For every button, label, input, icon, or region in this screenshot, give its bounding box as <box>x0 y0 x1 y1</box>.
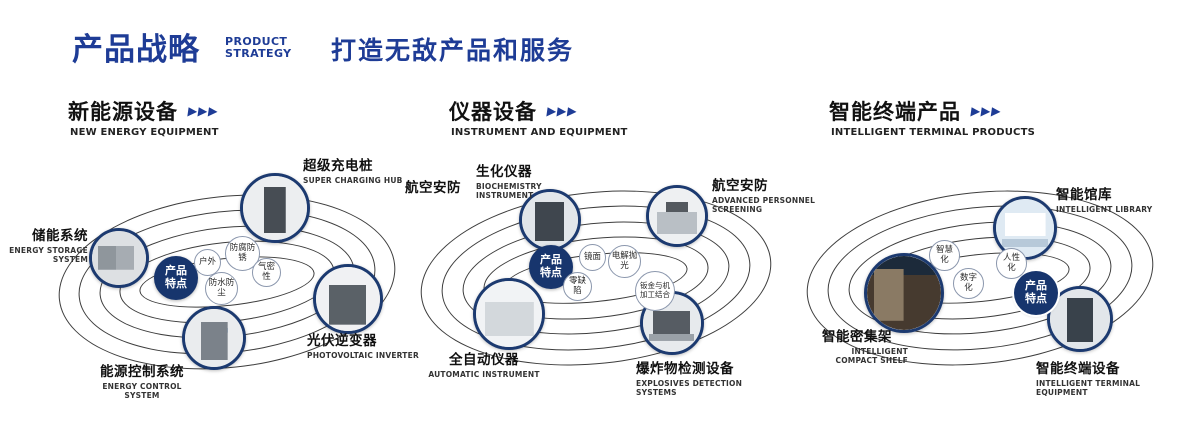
product-subtitle: ADVANCED PERSONNEL SCREENING <box>712 196 816 215</box>
feature-bubble-mirror-finish: 镜面 <box>579 244 606 271</box>
intelligent-terminal-equipment-photo <box>1050 289 1110 349</box>
product-label-energy-control-system: 能源控制系统 ENERGY CONTROL SYSTEM <box>86 360 198 401</box>
biochemistry-instrument-photo <box>522 192 578 248</box>
feature-bubble-waterproof-dustproof: 防水防尘 <box>205 272 238 305</box>
product-subtitle: PHOTOVOLTAIC INVERTER <box>307 351 419 360</box>
product-subtitle: ENERGY CONTROL SYSTEM <box>102 382 182 401</box>
section-title-instrument: 仪器设备 ▶▶▶ <box>449 96 579 126</box>
product-label-photovoltaic-inverter: 光伏逆变器 PHOTOVOLTAIC INVERTER <box>307 329 419 360</box>
intelligent-library-photo <box>996 199 1054 257</box>
product-label-personnel-screening: 航空安防 ADVANCED PERSONNEL SCREENING <box>712 174 824 215</box>
section-title-text: 新能源设备 <box>68 100 178 124</box>
super-charging-hub-photo <box>243 176 307 240</box>
product-title: 能源控制系统 <box>100 364 184 380</box>
feature-bubble-intelligentization: 智慧化 <box>929 240 960 271</box>
product-subtitle: BIOCHEMISTRY INSTRUMENT <box>476 182 542 201</box>
page-title-english: PRODUCT STRATEGY <box>225 36 292 60</box>
product-subtitle: INTELLIGENT TERMINAL EQUIPMENT <box>1036 379 1141 398</box>
photovoltaic-inverter-photo <box>316 267 380 331</box>
product-title: 储能系统 <box>32 228 88 244</box>
energy-control-system-photo <box>185 309 243 367</box>
product-label-intelligent-terminal-equipment: 智能终端设备 INTELLIGENT TERMINAL EQUIPMENT <box>1036 357 1181 398</box>
triple-arrow-icon: ▶▶▶ <box>970 104 1003 118</box>
product-features-badge-text: 产品特点 <box>1025 279 1047 305</box>
product-label-compact-shelf: 智能密集架 INTELLIGENT COMPACT SHELF <box>822 325 924 366</box>
triple-arrow-icon: ▶▶▶ <box>187 104 220 118</box>
product-subtitle: EXPLOSIVES DETECTION SYSTEMS <box>636 379 743 398</box>
product-title: 全自动仪器 <box>449 352 519 368</box>
feature-bubble-outdoor: 户外 <box>194 249 221 276</box>
product-label-biochemistry-instrument: 生化仪器 BIOCHEMISTRY INSTRUMENT <box>476 160 576 201</box>
product-features-badge: 产品特点 <box>154 256 198 300</box>
product-title: 爆炸物检测设备 <box>636 361 734 377</box>
feature-bubble-digitalization: 数字化 <box>953 268 984 299</box>
product-node-super-charging-hub <box>240 173 310 243</box>
product-subtitle: SUPER CHARGING HUB <box>303 176 403 185</box>
section-subtitle-intelligent-terminal: INTELLIGENT TERMINAL PRODUCTS <box>831 127 1036 138</box>
product-title: 航空安防 <box>712 178 768 194</box>
feature-bubble-electropolishing: 电解抛光 <box>608 245 641 278</box>
personnel-screening-photo <box>649 188 705 244</box>
section-subtitle-new-energy: NEW ENERGY EQUIPMENT <box>70 127 219 138</box>
product-title: 智能馆库 <box>1056 187 1112 203</box>
product-node-energy-storage <box>89 228 149 288</box>
product-label-intelligent-library: 智能馆库 INTELLIGENT LIBRARY <box>1056 183 1168 214</box>
aviation-security-label: 航空安防 <box>405 180 461 196</box>
product-title: 超级充电桩 <box>303 158 373 174</box>
product-node-intelligent-library <box>993 196 1057 260</box>
product-features-badge: 产品特点 <box>1014 271 1058 315</box>
automatic-instrument-photo <box>476 281 542 347</box>
product-title: 光伏逆变器 <box>307 333 377 349</box>
product-node-biochemistry-instrument <box>519 189 581 251</box>
product-node-automatic-instrument <box>473 278 545 350</box>
product-label-energy-storage: 储能系统 ENERGY STORAGE SYSTEM <box>4 224 88 265</box>
feature-bubble-sheet-metal-machining: 钣金与机加工结合 <box>635 271 675 311</box>
section-title-text: 仪器设备 <box>449 100 537 124</box>
triple-arrow-icon: ▶▶▶ <box>546 104 579 118</box>
page-title-english-line1: PRODUCT <box>225 35 288 48</box>
feature-bubble-humanization: 人性化 <box>996 248 1027 279</box>
product-node-compact-shelf <box>864 253 944 333</box>
slogan-text: 打造无敌产品和服务 <box>331 36 575 65</box>
section-title-text: 智能终端产品 <box>829 100 961 124</box>
section-title-intelligent-terminal: 智能终端产品 ▶▶▶ <box>829 96 1003 126</box>
page-title-english-line2: STRATEGY <box>225 47 292 60</box>
product-subtitle: INTELLIGENT COMPACT SHELF <box>835 347 908 366</box>
product-features-badge-text: 产品特点 <box>165 264 187 290</box>
product-label-automatic-instrument: 全自动仪器 AUTOMATIC INSTRUMENT <box>428 348 540 379</box>
product-subtitle: INTELLIGENT LIBRARY <box>1056 205 1153 214</box>
product-features-badge-text: 产品特点 <box>540 253 562 279</box>
product-node-energy-control-system <box>182 306 246 370</box>
product-label-explosives-detection: 爆炸物检测设备 EXPLOSIVES DETECTION SYSTEMS <box>636 357 776 398</box>
page-title: 产品战略 <box>72 32 200 68</box>
product-title: 智能终端设备 <box>1036 361 1120 377</box>
feature-bubble-airtightness: 气密性 <box>252 258 281 287</box>
product-label-super-charging-hub: 超级充电桩 SUPER CHARGING HUB <box>303 154 415 185</box>
feature-bubble-zero-defect: 零缺陷 <box>563 272 592 301</box>
product-node-photovoltaic-inverter <box>313 264 383 334</box>
compact-shelf-photo <box>867 256 941 330</box>
product-node-personnel-screening <box>646 185 708 247</box>
section-title-new-energy: 新能源设备 ▶▶▶ <box>68 96 220 126</box>
energy-storage-photo <box>92 231 146 285</box>
product-title: 智能密集架 <box>822 329 892 345</box>
product-title: 生化仪器 <box>476 164 532 180</box>
section-subtitle-instrument: INSTRUMENT AND EQUIPMENT <box>451 127 628 138</box>
product-subtitle: AUTOMATIC INSTRUMENT <box>428 370 540 379</box>
product-subtitle: ENERGY STORAGE SYSTEM <box>9 246 88 265</box>
product-node-intelligent-terminal-equipment <box>1047 286 1113 352</box>
